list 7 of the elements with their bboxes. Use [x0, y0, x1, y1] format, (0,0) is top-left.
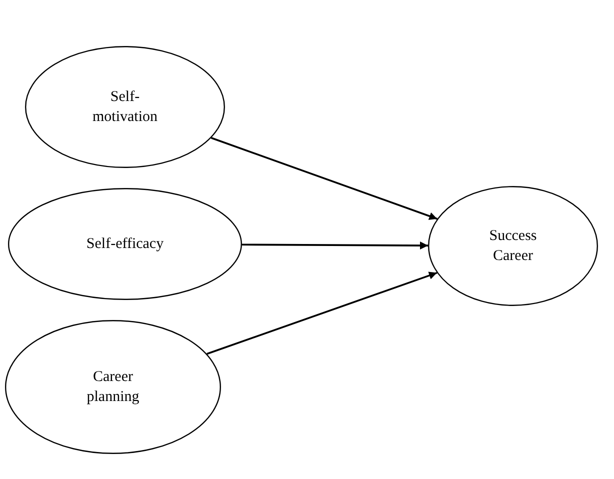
node-label: Career planning [86, 368, 140, 407]
node-label: Self- motivation [92, 88, 158, 127]
node-label: Success Career [488, 226, 538, 266]
arrow [206, 272, 438, 355]
arrow [210, 137, 438, 220]
node-label: Self-efficacy [86, 234, 164, 254]
arrow [242, 242, 428, 250]
